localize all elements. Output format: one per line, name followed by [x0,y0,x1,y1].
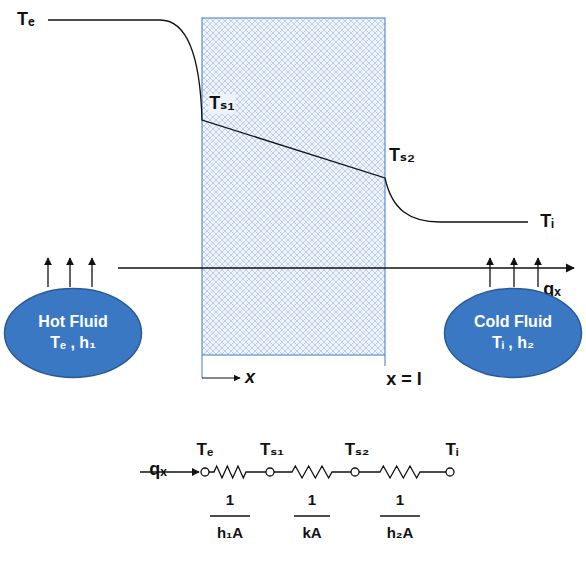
convection-arrows [48,258,538,287]
fluid-properties: Tₑ , h₁ [50,333,96,354]
resistance-term: h₁A [216,525,244,542]
temperature-label: Tᵢ [445,441,460,460]
circuit-node [201,468,209,476]
temperature-label: Tₛ₁ [208,94,235,114]
fraction-bars [210,515,420,516]
fluid-name: Cold Fluid [474,312,552,333]
temperature-label: Tᵢ [539,212,555,232]
temperature-label: x = l [385,370,423,390]
heat-flux-arrow [118,267,574,268]
resistance-term: 1 [225,492,235,509]
x-axis [202,355,385,378]
temperature-profile [48,20,528,222]
resistor-symbol [209,466,266,478]
resistor-symbol [359,466,446,478]
resistor-symbol [274,466,351,478]
plane-wall [202,18,385,355]
fluid-properties: Tᵢ , h₂ [492,333,534,354]
circuit-node [266,468,274,476]
fluid-name: Hot Fluid [38,312,107,333]
temperature-label: Tₛ₂ [388,146,416,166]
circuit-flux-arrow [140,471,199,472]
temperature-label: qₓ [148,460,168,480]
fluid-ellipse: Hot FluidTₑ , h₁ [3,287,143,379]
fluid-ellipse: Cold FluidTᵢ , h₂ [443,287,583,379]
circuit-node [446,468,454,476]
circuit-node [351,468,359,476]
ellipse-outline [3,287,143,379]
resistance-term: h₂A [386,525,415,542]
temperature-label: Tₑ [196,441,215,460]
resistance-term: 1 [395,492,405,509]
temperature-label: Tₑ [16,10,36,30]
x-axis-arrow [202,377,240,378]
ellipse-outline [443,287,583,379]
temperature-label: x [244,368,256,388]
resistance-term: 1 [307,492,317,509]
resistance-term: kA [301,525,322,542]
temperature-label: Tₛ₂ [344,441,370,460]
thermal-circuit [201,466,454,478]
temperature-label: Tₛ₁ [259,441,285,460]
